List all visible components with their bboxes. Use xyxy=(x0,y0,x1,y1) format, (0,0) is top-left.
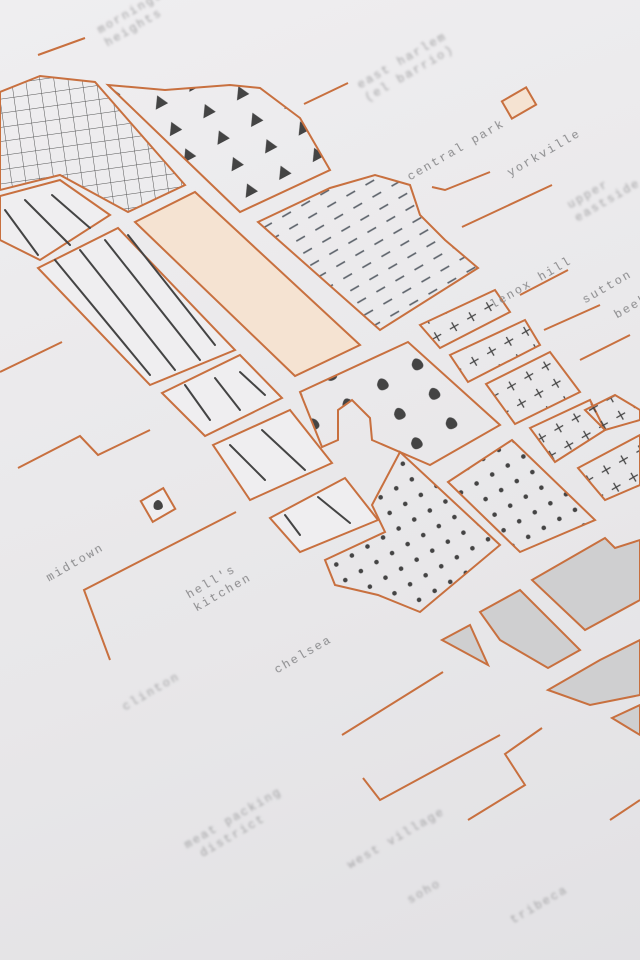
block-central-park xyxy=(133,190,362,378)
block-plus-5 xyxy=(583,393,640,432)
block-stripes-4 xyxy=(211,408,334,502)
block-grey-3 xyxy=(439,623,491,668)
block-dashes xyxy=(256,173,480,332)
block-stripes-2 xyxy=(36,226,237,387)
leader-lines xyxy=(0,37,640,821)
block-plus-2 xyxy=(448,318,542,384)
central-park-legend-box xyxy=(500,85,538,121)
block-stripes-5 xyxy=(268,476,380,554)
block-plus-6 xyxy=(576,433,640,502)
block-grey-4 xyxy=(545,638,640,707)
block-blobs xyxy=(298,340,502,467)
block-grey-5 xyxy=(609,703,640,737)
block-plus-1 xyxy=(418,288,512,350)
block-grey-2 xyxy=(478,588,582,670)
block-triangles xyxy=(105,83,332,214)
block-dots-2 xyxy=(446,438,597,554)
block-grey-1 xyxy=(530,536,640,632)
block-plus-3 xyxy=(484,350,582,426)
block-grid xyxy=(0,74,187,214)
midtown-icon xyxy=(153,500,163,510)
block-stripes-3 xyxy=(160,353,284,438)
block-dots-1 xyxy=(323,450,502,614)
